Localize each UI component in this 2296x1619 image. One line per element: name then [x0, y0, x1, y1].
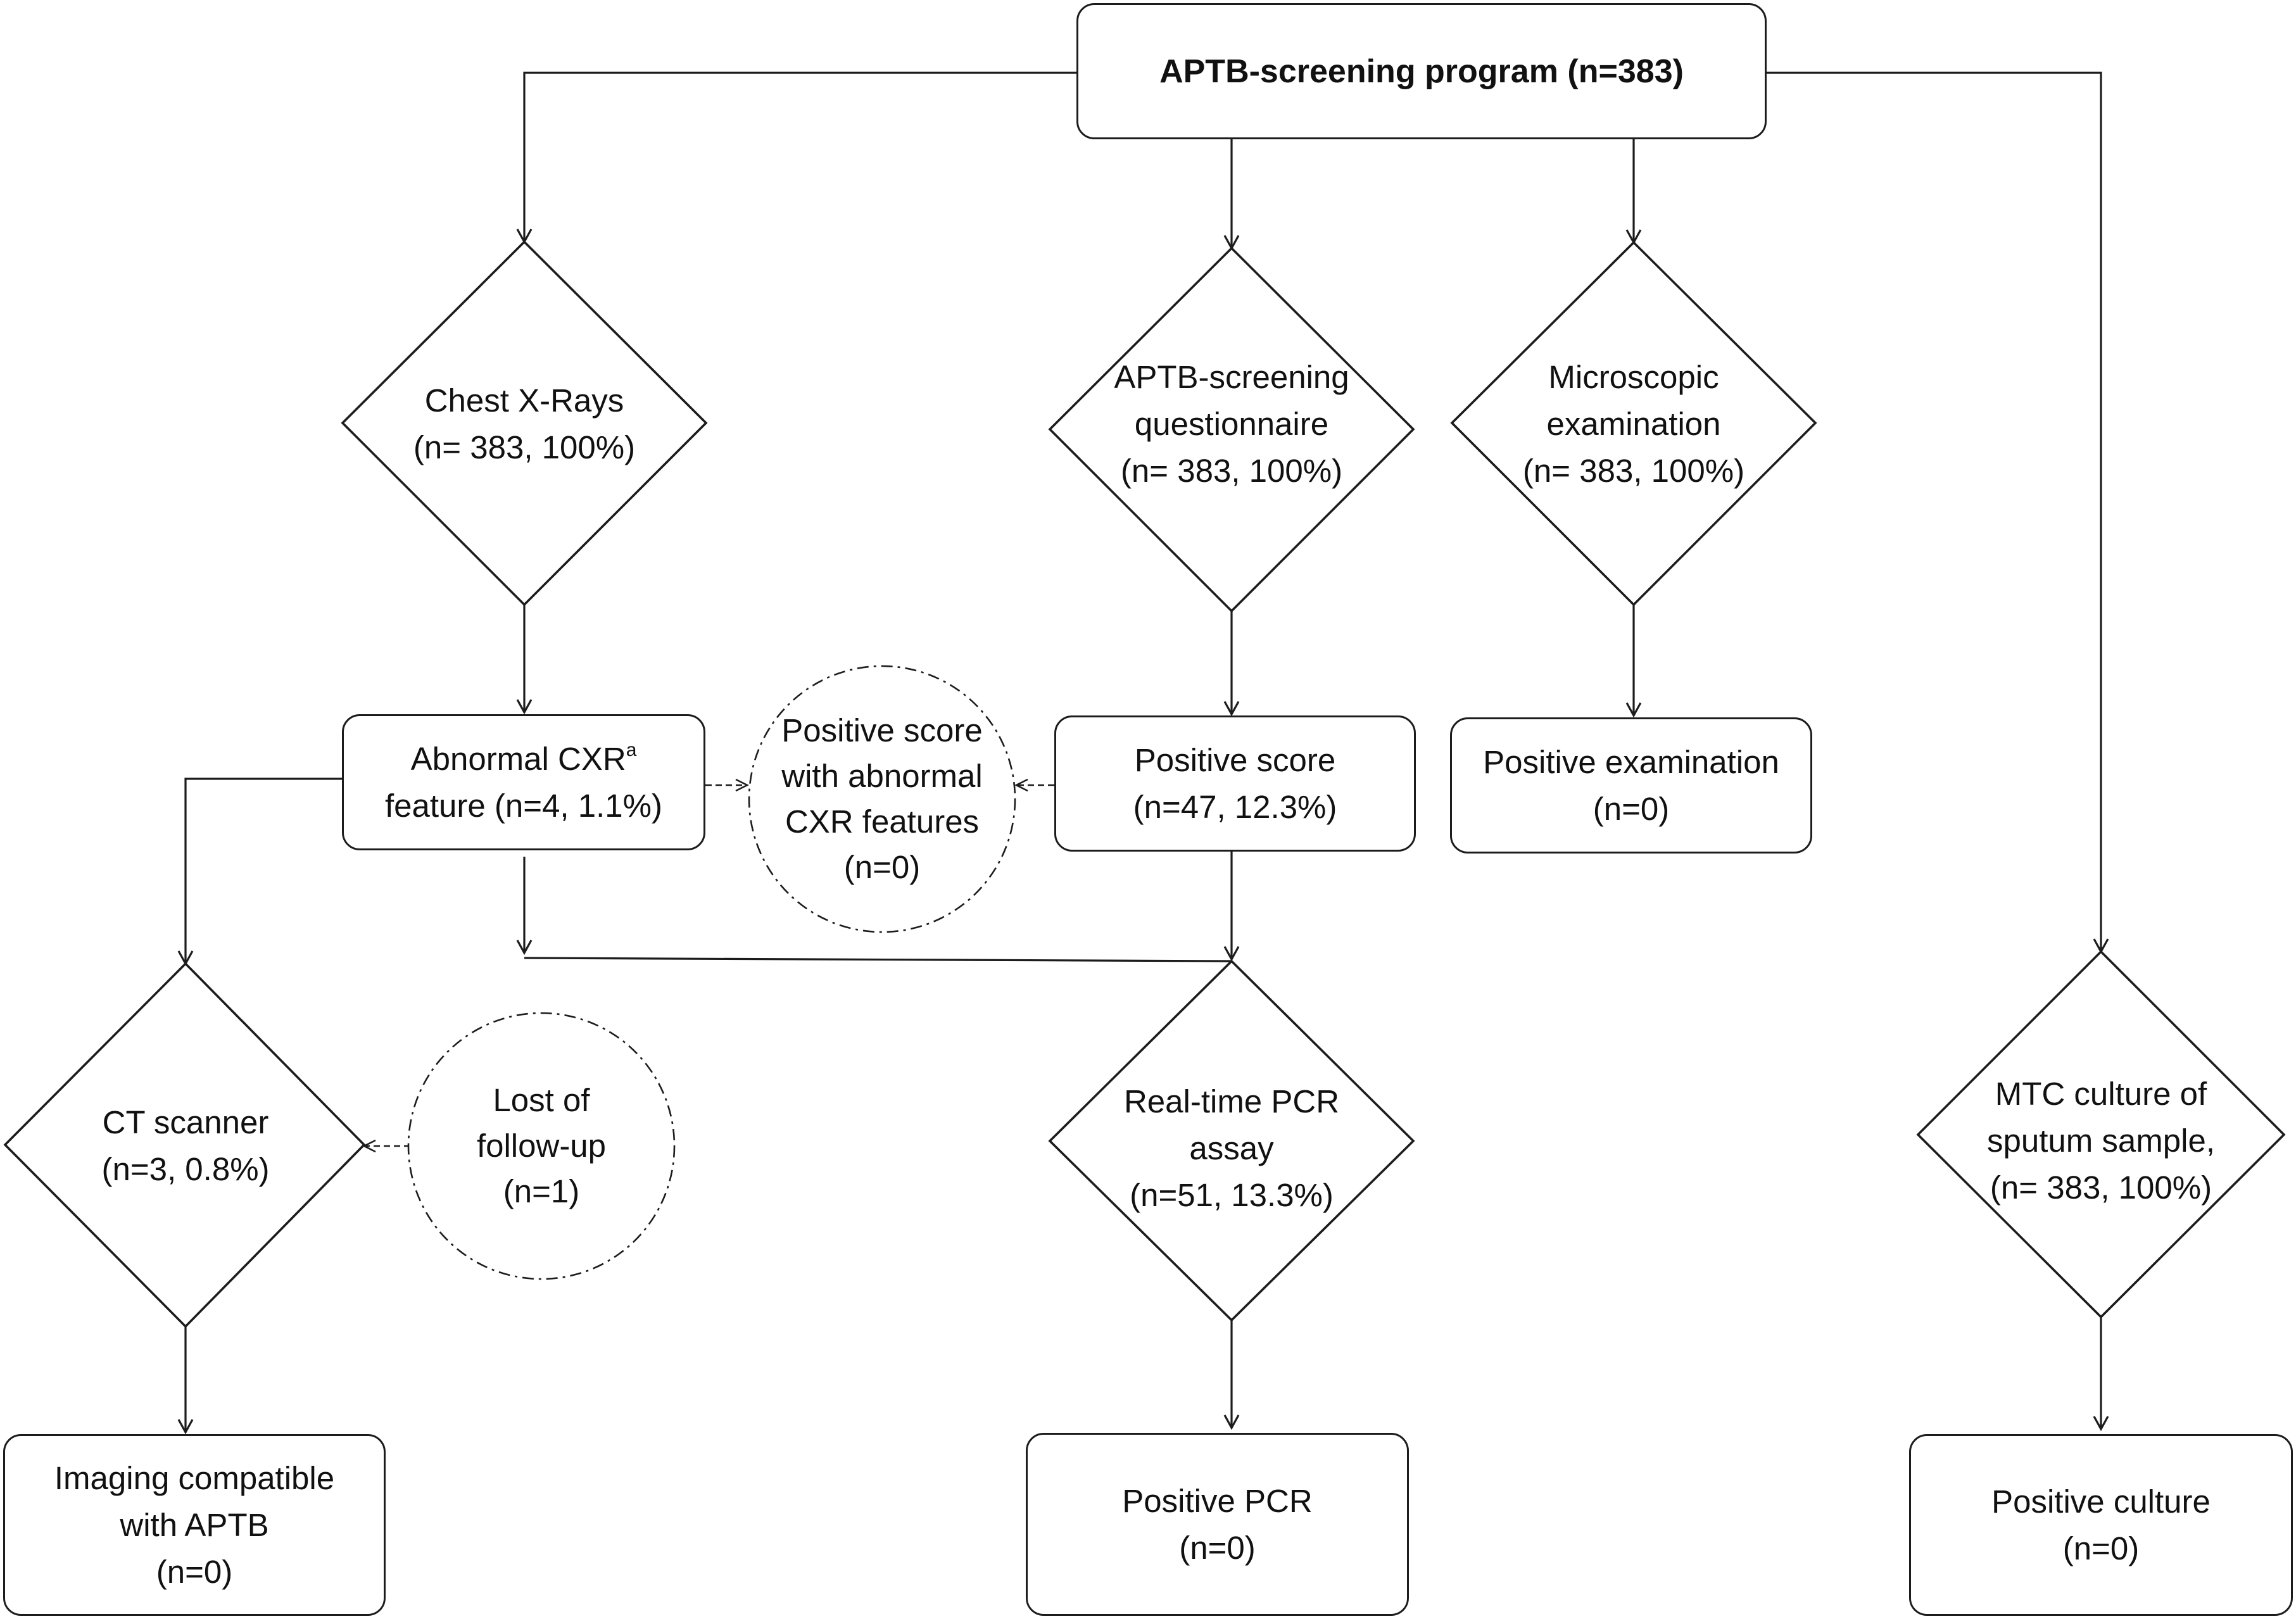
- arrow-program-to-cxr: [516, 72, 1076, 244]
- node-realtime-pcr-line-1: Real-time PCR: [1123, 1083, 1340, 1119]
- node-positive-culture: Positive culture (n=0): [1909, 1434, 2293, 1616]
- node-ct-scanner: CT scanner (n=3, 0.8%): [59, 1076, 312, 1216]
- node-mtc-culture: MTC culture of sputum sample, (n= 383, 1…: [1974, 1046, 2228, 1236]
- node-positive-examination-line-1: Positive examination: [1483, 743, 1779, 780]
- node-chest-xrays: Chest X-Rays (n= 383, 100%): [398, 329, 651, 519]
- node-screening-program: APTB-screening program (n=383): [1076, 3, 1767, 139]
- node-abnormal-cxr-line-1: Abnormal CXRa: [411, 736, 637, 783]
- node-positive-score-abnormal-cxr: Positive score with abnormal CXR feature…: [755, 672, 1009, 926]
- node-screening-questionnaire-line-1: APTB-screening: [1114, 359, 1349, 395]
- node-combined-line-1: Positive score: [781, 712, 983, 748]
- node-imaging-compatible-line-1: Imaging compatible: [54, 1459, 335, 1496]
- node-combined-line-4: (n=0): [843, 849, 921, 885]
- node-screening-questionnaire-line-3: (n= 383, 100%): [1120, 453, 1343, 489]
- node-positive-score: Positive score (n=47, 12.3%): [1054, 715, 1416, 852]
- node-microscopic-examination-line-3: (n= 383, 100%): [1522, 453, 1745, 489]
- node-realtime-pcr-line-2: assay: [1189, 1130, 1274, 1166]
- node-positive-pcr-line-1: Positive PCR: [1122, 1482, 1313, 1519]
- node-positive-culture-line-1: Positive culture: [1991, 1483, 2211, 1520]
- node-ct-scanner-line-1: CT scanner: [102, 1104, 269, 1140]
- arrow-program-to-mtc: [1767, 72, 2109, 954]
- circle-shape-lost: [407, 1012, 676, 1280]
- node-mtc-culture-line-2: sputum sample,: [1987, 1123, 2215, 1159]
- node-realtime-pcr-line-3: (n=51, 13.3%): [1130, 1177, 1334, 1213]
- node-lost-line-2: follow-up: [476, 1128, 607, 1164]
- node-positive-score-line-2: (n=47, 12.3%): [1133, 788, 1337, 825]
- node-mtc-culture-line-1: MTC culture of: [1995, 1076, 2207, 1112]
- node-lost-line-1: Lost of: [493, 1082, 590, 1118]
- node-positive-pcr: Positive PCR (n=0): [1026, 1433, 1409, 1616]
- node-screening-program-line-1: APTB-screening program (n=383): [1159, 53, 1684, 90]
- node-microscopic-examination-line-2: examination: [1546, 406, 1721, 442]
- node-positive-score-line-1: Positive score: [1134, 741, 1336, 778]
- node-lost-follow-up: Lost of follow-up (n=1): [415, 1038, 668, 1254]
- node-abnormal-cxr: Abnormal CXRa feature (n=4, 1.1%): [342, 714, 705, 850]
- node-abnormal-cxr-text: Abnormal CXR: [410, 740, 626, 777]
- node-imaging-compatible: Imaging compatible with APTB (n=0): [3, 1434, 386, 1616]
- node-lost-line-3: (n=1): [503, 1173, 580, 1209]
- node-microscopic-examination: Microscopic examination (n= 383, 100%): [1507, 329, 1760, 519]
- node-realtime-pcr: Real-time PCR assay (n=51, 13.3%): [1105, 1054, 1358, 1244]
- node-chest-xrays-line-1: Chest X-Rays: [424, 382, 624, 419]
- diamond-shape-microscopic: [1450, 241, 1817, 607]
- node-screening-questionnaire: APTB-screening questionnaire (n= 383, 10…: [1105, 329, 1358, 519]
- node-mtc-culture-line-3: (n= 383, 100%): [1990, 1169, 2212, 1206]
- node-positive-culture-line-2: (n=0): [2062, 1530, 2140, 1566]
- circle-shape-combined: [748, 665, 1016, 933]
- node-imaging-compatible-line-2: with APTB: [120, 1506, 269, 1543]
- diamond-shape-ct: [3, 962, 366, 1328]
- node-positive-examination: Positive examination (n=0): [1450, 717, 1812, 854]
- node-chest-xrays-line-2: (n= 383, 100%): [413, 429, 636, 465]
- node-combined-line-2: with abnormal: [781, 758, 983, 794]
- node-positive-examination-line-2: (n=0): [1593, 790, 1670, 827]
- arrow-abnormal-to-ct: [177, 778, 342, 966]
- node-positive-pcr-line-2: (n=0): [1179, 1529, 1256, 1566]
- node-microscopic-examination-line-1: Microscopic: [1548, 359, 1719, 395]
- line-abnormal-to-pcr: [524, 957, 1232, 962]
- diamond-shape-mtc: [1916, 950, 2286, 1319]
- diamond-shape-questionnaire: [1048, 246, 1415, 613]
- diamond-shape-pcr: [1048, 959, 1415, 1322]
- diamond-shape-cxr: [341, 240, 708, 607]
- footnote-marker: a: [626, 739, 637, 760]
- node-ct-scanner-line-2: (n=3, 0.8%): [101, 1151, 270, 1187]
- node-abnormal-cxr-line-2: feature (n=4, 1.1%): [384, 787, 662, 824]
- node-imaging-compatible-line-3: (n=0): [156, 1553, 233, 1590]
- node-combined-line-3: CXR features: [785, 803, 980, 840]
- node-screening-questionnaire-line-2: questionnaire: [1134, 406, 1329, 442]
